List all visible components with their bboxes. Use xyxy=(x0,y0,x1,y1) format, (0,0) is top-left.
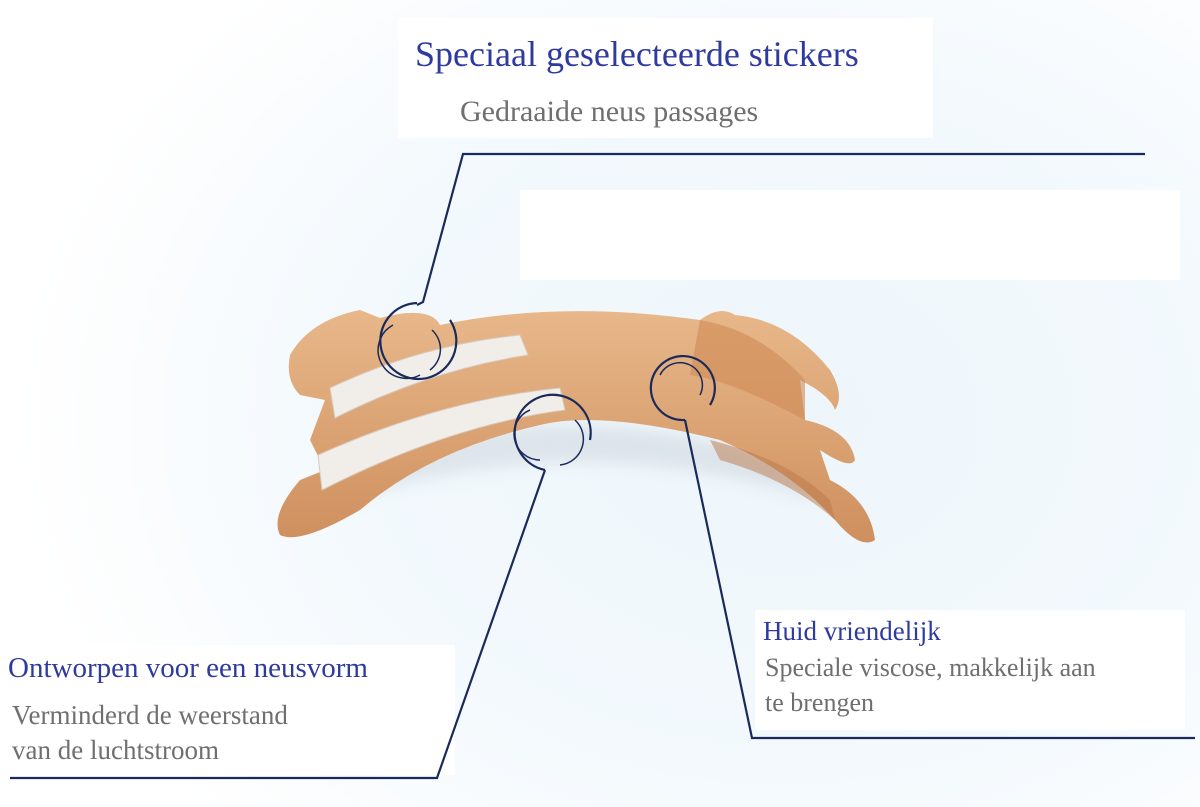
callout-top-subtitle: Gedraaide neus passages xyxy=(460,95,759,128)
callout-top-title: Speciaal geselecteerde stickers xyxy=(415,34,859,74)
callout-left-title: Ontworpen voor een neusvorm xyxy=(8,652,368,684)
callout-right-line1: Speciale viscose, makkelijk aan xyxy=(765,653,1096,682)
circle-marker-3 xyxy=(649,354,716,422)
top-text-panel xyxy=(398,18,933,138)
right-text-panel xyxy=(755,610,1185,730)
circle-marker-1 xyxy=(379,301,458,381)
callout-right-title: Huid vriendelijk xyxy=(763,616,941,646)
right-blank-panel xyxy=(520,190,1180,280)
left-text-panel xyxy=(0,645,455,775)
release-liner-bottom xyxy=(317,387,566,491)
callout-left-line1: Verminderd de weerstand xyxy=(12,700,288,730)
circle-marker-2 xyxy=(513,393,592,472)
callout-right-line2: te brengen xyxy=(765,688,875,717)
top-connector-line xyxy=(416,152,1145,306)
left-connector-line xyxy=(10,469,547,780)
callout-lines xyxy=(10,152,1195,780)
right-connector-line xyxy=(683,419,1195,740)
callout-left-line2: van de luchtstroom xyxy=(12,735,219,765)
